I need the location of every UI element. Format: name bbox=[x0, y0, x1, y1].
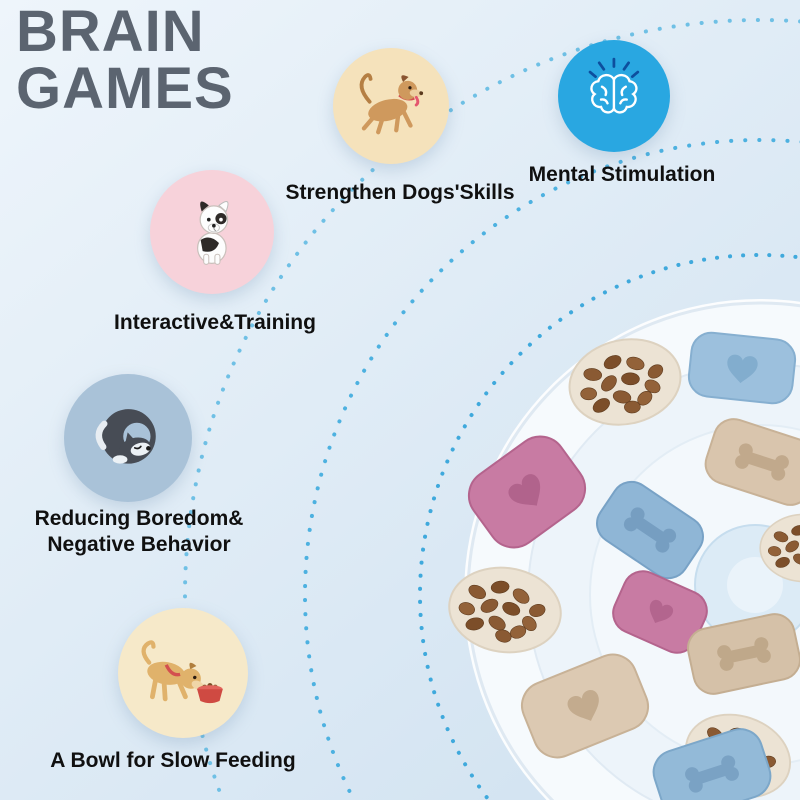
brain-icon bbox=[588, 57, 640, 114]
title-line-2: GAMES bbox=[16, 55, 234, 121]
slider-blue-bottom bbox=[652, 728, 772, 800]
feature-label-interactive-training: Interactive&Training bbox=[114, 311, 316, 334]
slider-tan-bone-upper bbox=[704, 418, 800, 506]
title-line-1: BRAIN bbox=[16, 0, 205, 64]
page-title: BRAIN GAMES bbox=[16, 0, 234, 121]
slider-blue-bone bbox=[596, 480, 704, 580]
dog-bowl-icon bbox=[141, 639, 223, 703]
feature-label-reducing-boredom: Reducing Boredom& Negative Behavior bbox=[34, 507, 244, 557]
feature-bubble-strengthen-skills bbox=[333, 48, 449, 164]
feature-label-slow-feeding: A Bowl for Slow Feeding bbox=[50, 749, 296, 772]
bulldog-icon bbox=[197, 201, 229, 266]
feature-bubble-mental-stimulation bbox=[558, 40, 670, 152]
feature-label-mental-stimulation: Mental Stimulation bbox=[528, 163, 716, 186]
dotted-arcs bbox=[183, 18, 800, 800]
feature-bubble-interactive-training bbox=[150, 170, 274, 294]
slider-blue-heart-top bbox=[687, 331, 797, 405]
jumping-dog-icon bbox=[360, 73, 424, 135]
slider-pink-heart bbox=[467, 435, 587, 549]
feature-bubble-slow-feeding bbox=[118, 608, 248, 738]
puzzle-feeder-photo bbox=[442, 299, 800, 800]
slider-tan-bone-lower bbox=[687, 613, 800, 695]
sleeping-husky-icon bbox=[95, 408, 156, 464]
feature-bubble-reducing-boredom bbox=[64, 374, 192, 502]
slider-tan-heart bbox=[521, 653, 649, 759]
feature-label-strengthen-skills: Strengthen Dogs'Skills bbox=[285, 181, 515, 204]
